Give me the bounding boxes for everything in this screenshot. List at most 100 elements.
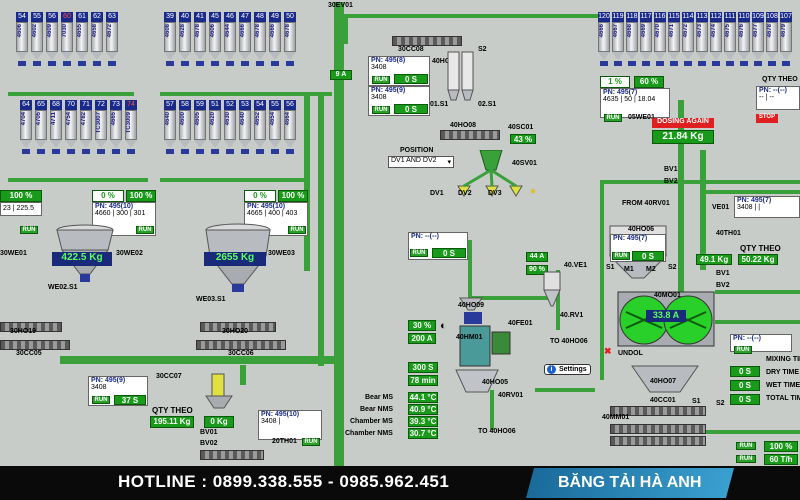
silo-body	[194, 110, 206, 140]
run-button-we03[interactable]: RUN	[288, 226, 306, 234]
run-button-495-8[interactable]: RUN	[372, 76, 390, 84]
silo-body	[95, 110, 107, 140]
tag-30cc08: 30CC08	[398, 46, 424, 53]
settings-button[interactable]: Settings	[544, 364, 591, 375]
silo-valve-icon	[271, 61, 279, 66]
silo-body	[710, 22, 722, 52]
panel-20th01[interactable]: PN: 495(10) 3408 |	[258, 410, 322, 440]
run-button-right-3[interactable]: RUN	[734, 346, 752, 354]
panel-right-1[interactable]: PN: --(--) -- | --	[756, 86, 800, 110]
dosing-again-button[interactable]: DOSING AGAIN	[652, 118, 714, 128]
run-button-20th01[interactable]: RUN	[302, 438, 320, 446]
silo-label: 4675	[725, 24, 731, 38]
silo-body	[224, 110, 236, 140]
silo-cone	[179, 52, 191, 60]
run-button-left-edge[interactable]: RUN	[20, 226, 38, 234]
run-button-dv[interactable]: RUN	[410, 249, 428, 257]
silo-label: 4666	[270, 24, 276, 38]
panel-right-2[interactable]: PN: 495(7) 3408 | |	[734, 196, 800, 218]
temp-value: 40.9 °C	[408, 404, 438, 415]
run-button-bin-b[interactable]: RUN	[736, 455, 756, 463]
silo-valve-icon	[256, 149, 264, 154]
tag-40rv01: 40RV01	[498, 392, 524, 399]
panel-we01[interactable]: PN: 495(10) 4660 | 300 | 301	[92, 202, 156, 236]
silo-label: 4711	[51, 112, 57, 126]
silo-valve-icon	[286, 149, 294, 154]
run-button-bottom[interactable]: RUN	[92, 396, 110, 404]
silo-body	[20, 110, 32, 140]
position-select[interactable]: DV1 AND DV2 ▾	[388, 156, 454, 168]
silo-cone	[254, 140, 266, 148]
silo-number: 118	[626, 12, 638, 22]
silo-cone	[50, 140, 62, 148]
silo-cone	[164, 52, 176, 60]
run-button-bin-a[interactable]: RUN	[736, 442, 756, 450]
stop-button[interactable]: STOP	[756, 114, 778, 123]
qty-theo-right-2: QTY THEO	[740, 244, 781, 253]
run-button-495-7-top[interactable]: RUN	[604, 114, 622, 122]
sc01-pct: 43 %	[510, 134, 536, 144]
silo-valve-icon	[698, 61, 706, 66]
diverter-assembly	[457, 150, 523, 197]
elevator-ampere: 9 A	[330, 70, 352, 80]
run-button-we01[interactable]: RUN	[136, 226, 154, 234]
panel-495-7-top[interactable]: PN: 495(7) 4635 | 50 | 18.04	[600, 88, 670, 118]
run-button-495-9-mid[interactable]: RUN	[372, 106, 390, 114]
silo-number: 116	[654, 12, 666, 22]
silo-number: 110	[738, 12, 750, 22]
tag-40rv1: 40.RV1	[560, 312, 584, 319]
tag-30ho19: 30HO19	[10, 328, 37, 335]
silo-label: 4667	[613, 24, 619, 38]
silo-cone	[710, 52, 722, 60]
run-button-ho06[interactable]: RUN	[612, 252, 630, 260]
